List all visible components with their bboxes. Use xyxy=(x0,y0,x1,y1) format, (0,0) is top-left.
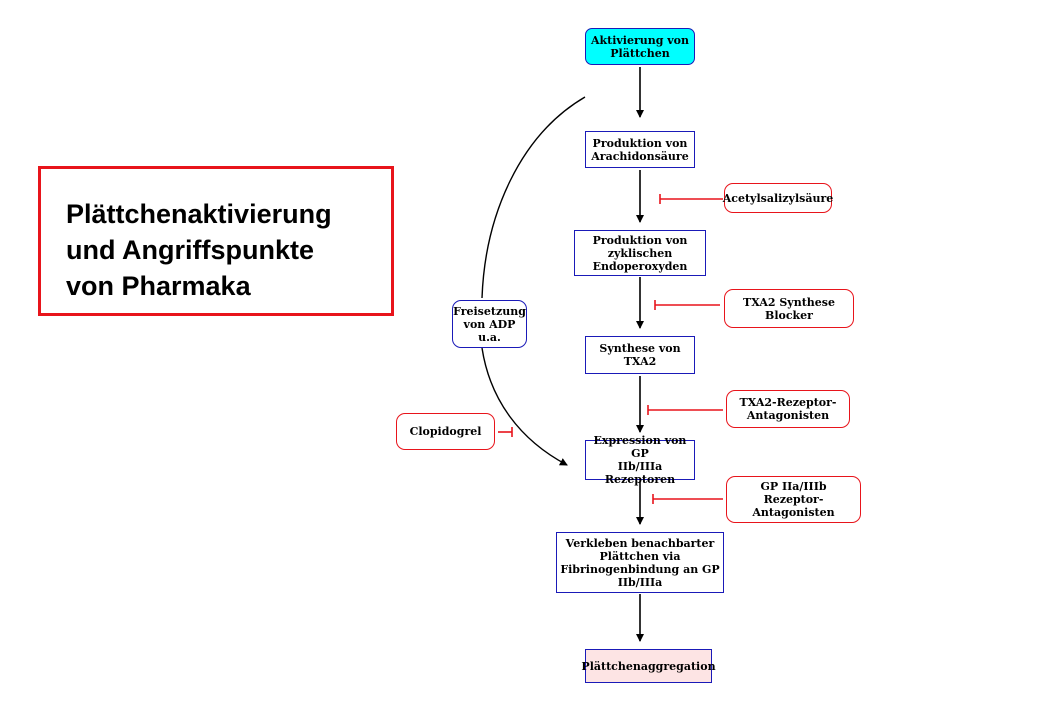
drug-txa2-synthese-blocker: TXA2 Synthese Blocker xyxy=(724,289,854,328)
title: Plättchenaktivierung und Angriffspunkte … xyxy=(66,196,332,304)
drug-txa2-rezeptor-antagonisten-line-1: TXA2-Rezeptor- xyxy=(739,396,837,409)
node-verkleben: Verkleben benachbarter Plättchen via Fib… xyxy=(556,532,724,593)
node-verkleben-line-4: IIb/IIIa xyxy=(617,575,663,589)
node-arachidonsaeure: Produktion von Arachidonsäure xyxy=(585,131,695,168)
node-txa2-synthese-line-1: Synthese von TXA2 xyxy=(599,342,681,368)
drug-clopidogrel-line-1: Clopidogrel xyxy=(409,425,482,438)
node-arachidonsaeure-line-2: Arachidonsäure xyxy=(591,149,689,163)
drug-txa2-synthese-blocker-line-1: TXA2 Synthese xyxy=(743,295,835,309)
node-aktivierung: Aktivierung von Plättchen xyxy=(585,28,695,65)
node-verkleben-line-1: Verkleben benachbarter xyxy=(565,536,715,550)
node-verkleben-line-2: Plättchen via xyxy=(599,549,681,563)
node-aktivierung-line-2: Plättchen xyxy=(610,46,670,60)
drug-gp-rezeptor-antagonisten: GP IIa/IIIb Rezeptor-Antagonisten xyxy=(726,476,861,523)
drug-acetylsalizylsaeure-line-1: Acetylsalizylsäure xyxy=(722,191,834,205)
node-arachidonsaeure-line-1: Produktion von xyxy=(592,136,688,150)
title-line-1: Plättchenaktivierung xyxy=(66,199,332,229)
drug-txa2-rezeptor-antagonisten: TXA2-Rezeptor- Antagonisten xyxy=(726,390,850,428)
drug-acetylsalizylsaeure: Acetylsalizylsäure xyxy=(722,183,834,213)
feedback-curve-lower xyxy=(481,347,568,466)
node-aggregation-line-1: Plättchenaggregation xyxy=(581,659,716,673)
drug-txa2-rezeptor-antagonisten-line-2: Antagonisten xyxy=(746,409,830,422)
title-box: Plättchenaktivierung und Angriffspunkte … xyxy=(38,166,394,316)
node-freisetzung-line-2: von ADP u.a. xyxy=(463,317,516,344)
node-gp-expression-line-2: IIb/IIIa Rezeptoren xyxy=(604,460,676,486)
node-aktivierung-line-1: Aktivierung von xyxy=(590,33,690,47)
node-gp-expression-line-1: Expression von GP xyxy=(593,434,687,460)
node-endoperoxyd: Produktion von zyklischen Endoperoxyden xyxy=(574,230,706,276)
node-endoperoxyd-line-1: Produktion von xyxy=(592,233,688,247)
node-endoperoxyd-line-3: Endoperoxyden xyxy=(592,259,688,273)
node-endoperoxyd-line-2: zyklischen xyxy=(607,246,673,260)
feedback-curve-upper xyxy=(481,96,586,299)
drug-clopidogrel: Clopidogrel xyxy=(396,413,495,450)
drug-gp-rezeptor-antagonisten-line-2: Rezeptor-Antagonisten xyxy=(752,493,835,519)
node-freisetzung-line-1: Freisetzung xyxy=(453,304,526,318)
node-freisetzung: Freisetzung von ADP u.a. xyxy=(452,300,527,348)
title-line-2: und Angriffspunkte xyxy=(66,235,314,265)
node-gp-expression: Expression von GP IIb/IIIa Rezeptoren xyxy=(585,434,695,486)
node-verkleben-line-3: Fibrinogenbindung an GP xyxy=(560,562,720,576)
node-txa2-synthese: Synthese von TXA2 xyxy=(585,336,695,374)
drug-txa2-synthese-blocker-line-2: Blocker xyxy=(765,308,813,322)
node-aggregation: Plättchenaggregation xyxy=(581,649,716,683)
title-line-3: von Pharmaka xyxy=(66,271,251,301)
drug-gp-rezeptor-antagonisten-line-1: GP IIa/IIIb xyxy=(760,480,827,493)
